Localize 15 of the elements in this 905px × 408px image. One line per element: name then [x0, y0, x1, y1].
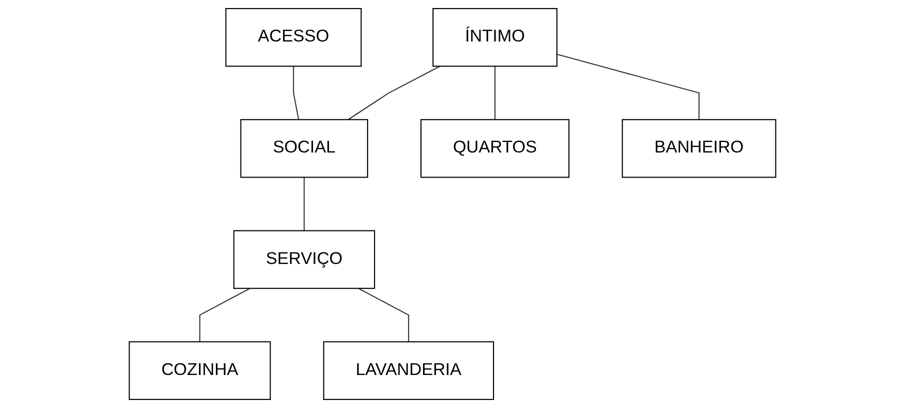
node-box: LAVANDERIA — [323, 341, 494, 400]
node-box: COZINHA — [128, 341, 271, 400]
node-box: SOCIAL — [240, 119, 368, 178]
connector — [494, 66, 496, 120]
node-box: ÍNTIMO — [432, 8, 558, 67]
connector — [358, 288, 410, 342]
node-box: SERVIÇO — [233, 230, 376, 289]
node-box: ACESSO — [225, 8, 362, 67]
connector — [199, 288, 250, 342]
node-box: BANHEIRO — [622, 119, 776, 178]
connector — [556, 54, 700, 120]
connector — [304, 177, 305, 231]
connector — [348, 66, 440, 120]
connector — [292, 66, 300, 120]
node-box: QUARTOS — [420, 119, 570, 178]
